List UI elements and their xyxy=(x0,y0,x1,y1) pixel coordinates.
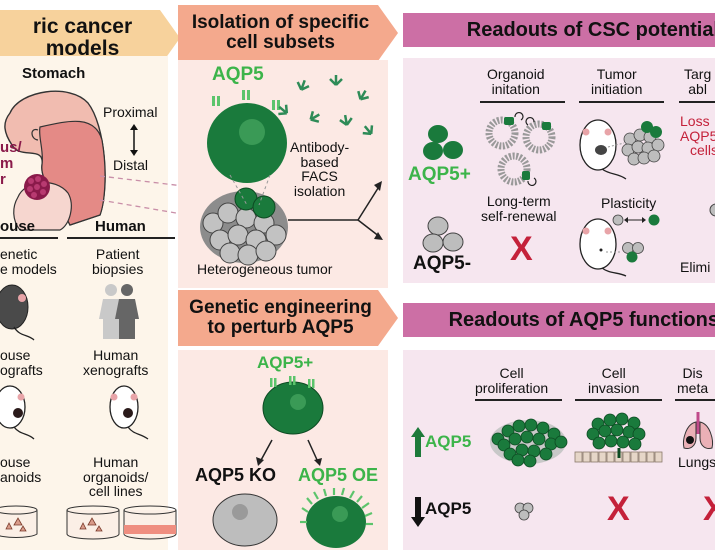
human-column-header: Human xyxy=(95,218,146,235)
small-cluster-icon xyxy=(514,502,534,521)
mouse-column-header: ouse xyxy=(0,218,36,235)
engineering-aqp5-cell-icon xyxy=(262,376,324,435)
aqp5-positive-cells-icon xyxy=(423,125,463,160)
aqp5-ko-label: AQP5 KO xyxy=(195,465,277,485)
csc-col-ablation-underline xyxy=(679,101,715,103)
csc-row-aqp5-positive: AQP5+ xyxy=(408,164,471,185)
no-self-renewal-cross-icon: X xyxy=(510,230,533,268)
no-metastasis-cross-icon: X xyxy=(703,490,715,528)
tumor-type-label: us/ m r xyxy=(0,139,22,188)
human-item-xenografts: Human xenografts xyxy=(83,347,149,378)
csc-col-organoid: Organoid initation xyxy=(487,66,545,97)
loss-aqp5-cells-label: Loss AQP5 cells xyxy=(680,113,715,159)
csc-readouts-header: Readouts of CSC potential xyxy=(403,13,715,47)
functions-col-proliferation-underline xyxy=(475,399,562,401)
aqp5-plus-label: AQP5+ xyxy=(257,353,314,372)
mouse-xenograft-icon xyxy=(0,385,35,440)
engineering-header-arrow xyxy=(178,290,398,346)
aqp5-ko-cell-icon xyxy=(212,493,278,547)
csc-col-ablation: Targ abl xyxy=(684,66,712,97)
csc-col-organoid-underline xyxy=(480,101,565,103)
csc-col-tumor: Tumor initiation xyxy=(591,66,643,97)
aqp5-oe-cell-icon xyxy=(300,487,373,548)
heterogeneous-tumor-icon xyxy=(200,187,288,266)
stomach-label: Stomach xyxy=(22,65,86,82)
ko-oe-arrows-icon xyxy=(256,439,322,466)
long-term-self-renewal-label: Long-term self-renewal xyxy=(481,193,557,224)
models-header-text: ric cancer models xyxy=(32,14,133,60)
aqp5-marker-label: AQP5 xyxy=(212,64,264,85)
plasticity-mouse-icon xyxy=(579,218,644,277)
patients-icon xyxy=(99,284,139,339)
functions-readouts-header: Readouts of AQP5 functions xyxy=(403,303,715,337)
split-arrow-icon xyxy=(288,181,383,240)
plasticity-conversion-icon xyxy=(612,214,660,226)
mouse-item-organoids: ouse anoids xyxy=(0,454,42,485)
down-arrow-icon xyxy=(411,497,425,527)
lungs-icon xyxy=(683,412,713,449)
functions-col-metastasis: Dis meta xyxy=(677,365,709,396)
aqp5-positive-cell-icon xyxy=(207,90,287,183)
models-header-arrow xyxy=(0,10,180,66)
mouse-organoid-dish-icon xyxy=(0,505,38,538)
csc-col-tumor-underline xyxy=(579,101,664,103)
mouse-item-xenografts: ouse ografts xyxy=(0,347,43,378)
human-header-underline xyxy=(67,237,175,239)
human-item-organoids: Human organoids/ cell lines xyxy=(83,454,149,500)
organoid-self-renewal-icon xyxy=(485,111,556,187)
plasticity-label: Plasticity xyxy=(601,195,657,211)
functions-row-aqp5-up: AQP5 xyxy=(425,432,472,451)
mouse-header-underline xyxy=(0,237,58,239)
antibodies-icon xyxy=(278,75,374,136)
aqp5-negative-cells-icon xyxy=(422,216,464,253)
human-organoid-dish-icon xyxy=(66,505,120,540)
facs-isolation-label: Antibody- based FACS isolation xyxy=(290,139,350,200)
lungs-label: Lungs xyxy=(678,454,715,470)
isolation-header: Isolation of specific cell subsets xyxy=(191,12,370,53)
zoom-dashed-lines xyxy=(229,174,271,206)
tumor-initiation-mouse-icon xyxy=(579,119,665,180)
mouse-item-genetic: enetic e models xyxy=(0,246,57,277)
engineering-header: Genetic engineering to perturb AQP5 xyxy=(189,297,372,338)
functions-col-proliferation: Cell proliferation xyxy=(475,365,549,396)
human-item-biopsies: Patient biopsies xyxy=(92,246,144,277)
proximal-label: Proximal xyxy=(103,104,158,120)
elimination-label: Elimi xyxy=(680,259,711,275)
proximal-distal-arrow-icon xyxy=(130,124,138,156)
proliferation-cluster-icon xyxy=(490,418,568,468)
cell-line-dish-icon xyxy=(123,505,177,540)
heterogeneous-tumor-label: Heterogeneous tumor xyxy=(197,261,333,277)
up-arrow-icon xyxy=(411,427,425,457)
aqp5-oe-label: AQP5 OE xyxy=(298,465,379,485)
models-header: ric cancer models xyxy=(0,10,165,66)
isolation-header-arrow xyxy=(178,5,398,61)
distal-label: Distal xyxy=(113,157,149,173)
human-xenograft-mouse-icon xyxy=(109,385,149,440)
csc-row-aqp5-negative: AQP5- xyxy=(413,253,472,274)
functions-col-metastasis-underline xyxy=(675,399,715,401)
genetic-mouse-icon xyxy=(0,284,35,341)
stomach-illustration xyxy=(4,90,106,231)
functions-row-aqp5-down: AQP5 xyxy=(425,499,472,518)
invasion-icon xyxy=(574,412,663,463)
no-invasion-cross-icon: X xyxy=(607,490,630,528)
functions-col-invasion: Cell invasion xyxy=(588,365,640,396)
ablation-cell-icon xyxy=(709,203,715,217)
tumor-cluster-icon xyxy=(24,174,50,200)
functions-col-invasion-underline xyxy=(575,399,662,401)
